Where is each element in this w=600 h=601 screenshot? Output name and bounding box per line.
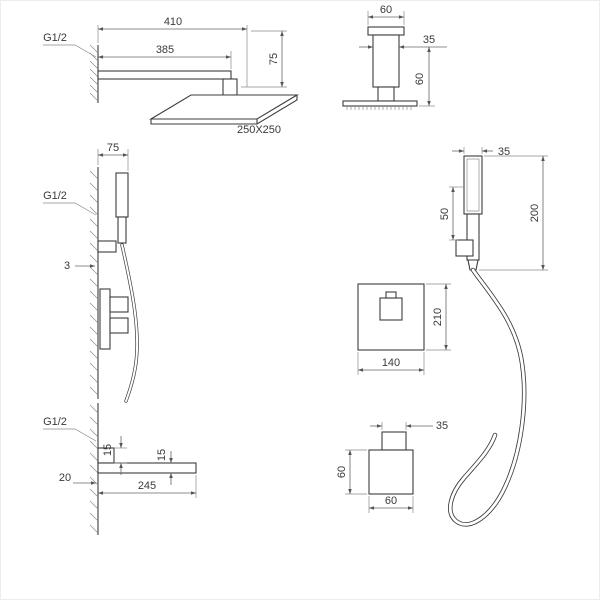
- wall-hatching: [89, 44, 99, 102]
- dim-20-label: 20: [59, 472, 71, 484]
- dimension-245-length: 245: [98, 475, 197, 498]
- shower-head-edge: [342, 100, 418, 107]
- head-connector-front: [377, 86, 395, 102]
- dimension-15-base: 15: [102, 436, 127, 475]
- spout-front-view: 35 60 60: [336, 420, 448, 513]
- spout-plate-front: [368, 449, 414, 495]
- thread-label: G1/2: [43, 190, 67, 202]
- dim-385-label: 385: [156, 44, 174, 56]
- dim-200-label: 200: [529, 204, 541, 222]
- dimension-75-drop: 75: [241, 30, 287, 88]
- head-size-label: 250X250: [237, 124, 281, 136]
- wall-holder-side: [97, 240, 117, 253]
- spout-side-view: G1/2 15 15 20 245: [43, 403, 197, 535]
- dim-60-plate-width-label: 60: [385, 495, 397, 507]
- rain-shower-front-view: 60 35 60: [342, 4, 447, 110]
- dim-50-label: 50: [439, 208, 451, 220]
- dim-60-plate-height-label: 60: [336, 466, 348, 478]
- thread-leader: [43, 428, 97, 442]
- hand-shower-side-view: 75 G1/2 3: [43, 142, 139, 403]
- dimension-15-spout: 15: [156, 449, 173, 485]
- shower-hose-front: [448, 267, 527, 527]
- dimension-20: 20: [59, 472, 96, 485]
- wall: [89, 167, 99, 399]
- mixer-plate-side: [99, 288, 111, 350]
- wall-hatching: [89, 404, 99, 534]
- wall-hatching: [89, 170, 99, 396]
- thread-leader: [43, 202, 97, 216]
- dimension-60-plate-width: 60: [368, 495, 414, 513]
- dimension-3-gap: 3: [64, 260, 95, 272]
- dim-60-flange-label: 60: [380, 4, 392, 16]
- dim-410-label: 410: [164, 16, 182, 28]
- ceiling-flange: [367, 26, 405, 36]
- dimension-60-height: 60: [414, 47, 435, 107]
- dim-15-spout-label: 15: [156, 449, 168, 461]
- rain-shower-side-view: G1/2 250X250 410 385 75: [43, 16, 299, 136]
- spout-outlet-front: [381, 431, 407, 451]
- hand-shower-holder: [455, 239, 474, 257]
- dimension-385: 385: [98, 44, 232, 69]
- dim-35-arm-label: 35: [423, 34, 435, 46]
- dim-140-label: 140: [382, 357, 400, 369]
- dimension-35-arm-width: 35: [359, 34, 447, 49]
- dim-210-label: 210: [432, 308, 444, 326]
- wall: [89, 44, 99, 103]
- thread-label: G1/2: [43, 416, 67, 428]
- dimension-210-height: 210: [426, 283, 451, 351]
- dim-35-outlet-label: 35: [436, 420, 448, 432]
- mixer-handle: [379, 297, 403, 321]
- shower-hose-side: [120, 243, 139, 403]
- wall: [89, 403, 99, 535]
- dimension-200-length: 200: [479, 155, 548, 271]
- dim-75-offset-label: 75: [107, 142, 119, 154]
- dim-35-width-label: 35: [498, 146, 510, 158]
- dim-75-label: 75: [268, 53, 280, 65]
- hose-fitting: [467, 259, 479, 271]
- spout-body: [97, 462, 197, 474]
- thread-leader: [43, 44, 97, 58]
- dimension-35-width: 35: [452, 146, 510, 158]
- shower-arm-front: [372, 34, 400, 88]
- dimension-140-width: 140: [357, 352, 425, 375]
- dim-245-label: 245: [138, 480, 156, 492]
- hand-shower-face: [466, 158, 480, 212]
- dim-60-height-label: 60: [414, 73, 426, 85]
- dimension-75-offset: 75: [97, 142, 129, 171]
- dim-15-base-label: 15: [102, 444, 114, 456]
- mixer-knob-bottom: [109, 317, 129, 334]
- hand-shower-body-side: [115, 172, 129, 218]
- hand-shower-front-view: 35 200 50: [439, 146, 548, 527]
- thread-label: G1/2: [43, 32, 67, 44]
- arm-connector: [222, 78, 238, 96]
- mixer-knob-top: [109, 296, 129, 313]
- dim-3-label: 3: [64, 260, 70, 272]
- mixer-side: [99, 288, 129, 350]
- spray-nozzle-ticks: [346, 106, 412, 110]
- dimension-410: 410: [97, 16, 248, 87]
- mixer-front-view: 210 140: [357, 283, 451, 375]
- mixer-handle-tab: [385, 291, 397, 299]
- dimension-35-outlet: 35: [370, 420, 448, 432]
- hand-shower-handle-side: [117, 216, 127, 244]
- dimension-60-plate-height: 60: [336, 449, 367, 495]
- dimension-50-holder: 50: [439, 186, 465, 241]
- dimension-60-flange: 60: [367, 4, 405, 25]
- shower-arm: [97, 70, 232, 80]
- shower-head: [149, 94, 299, 125]
